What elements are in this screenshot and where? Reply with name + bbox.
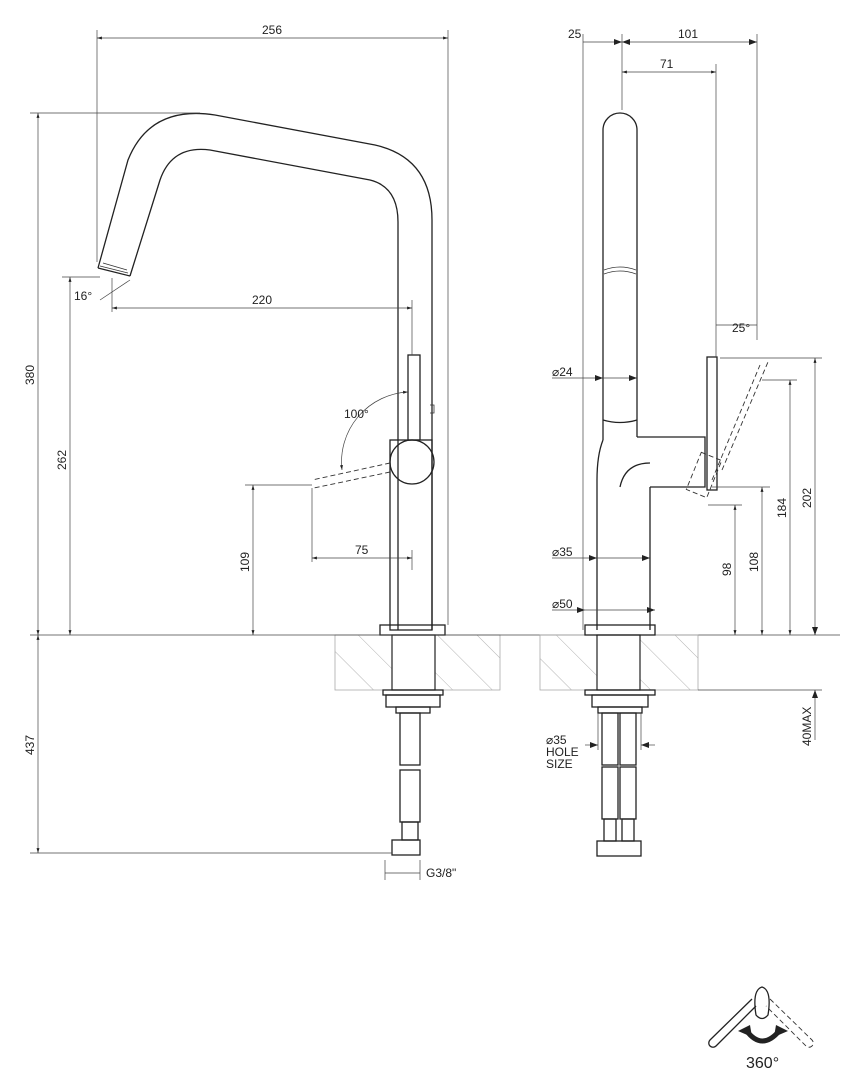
dim-380: 380 (23, 365, 37, 385)
dim-40max: 40MAX (800, 707, 814, 746)
dim-hole-d35: ⌀35 (546, 733, 567, 747)
dim-g3-8: G3/8" (426, 866, 456, 880)
dim-262: 262 (55, 450, 69, 470)
dim-d24: ⌀24 (552, 365, 573, 379)
dim-101: 101 (678, 27, 698, 41)
spout (97, 112, 433, 630)
dim-108: 108 (747, 552, 761, 572)
dim-71: 71 (660, 57, 674, 71)
dim-184: 184 (775, 498, 789, 518)
dim-202: 202 (800, 488, 814, 508)
dim-16deg: 16° (74, 289, 92, 303)
side-view: 256 380 437 262 220 16° 100° 109 75 G3/8… (23, 23, 840, 880)
dim-d35: ⌀35 (552, 545, 573, 559)
hole-size-label-2: SIZE (546, 757, 573, 771)
lever-handle (407, 354, 421, 441)
dim-256: 256 (262, 23, 282, 37)
dim-100deg: 100° (344, 407, 369, 421)
rotation-360-icon: 360° (708, 986, 814, 1072)
dim-220: 220 (252, 293, 272, 307)
dim-75: 75 (355, 543, 369, 557)
rotation-label: 360° (746, 1055, 779, 1072)
front-view: 25 101 71 25° ⌀24 ⌀35 ⌀50 202 184 108 98… (539, 27, 822, 857)
hole-size-label: HOLE (546, 745, 579, 759)
dim-d50: ⌀50 (552, 597, 573, 611)
spout-tube (602, 112, 638, 440)
lever-handle (706, 356, 718, 491)
dim-98: 98 (720, 562, 734, 576)
dim-109: 109 (238, 552, 252, 572)
dim-437: 437 (23, 735, 37, 755)
dim-25deg: 25° (732, 321, 750, 335)
dim-25: 25 (568, 27, 582, 41)
lever-joint (389, 439, 435, 485)
